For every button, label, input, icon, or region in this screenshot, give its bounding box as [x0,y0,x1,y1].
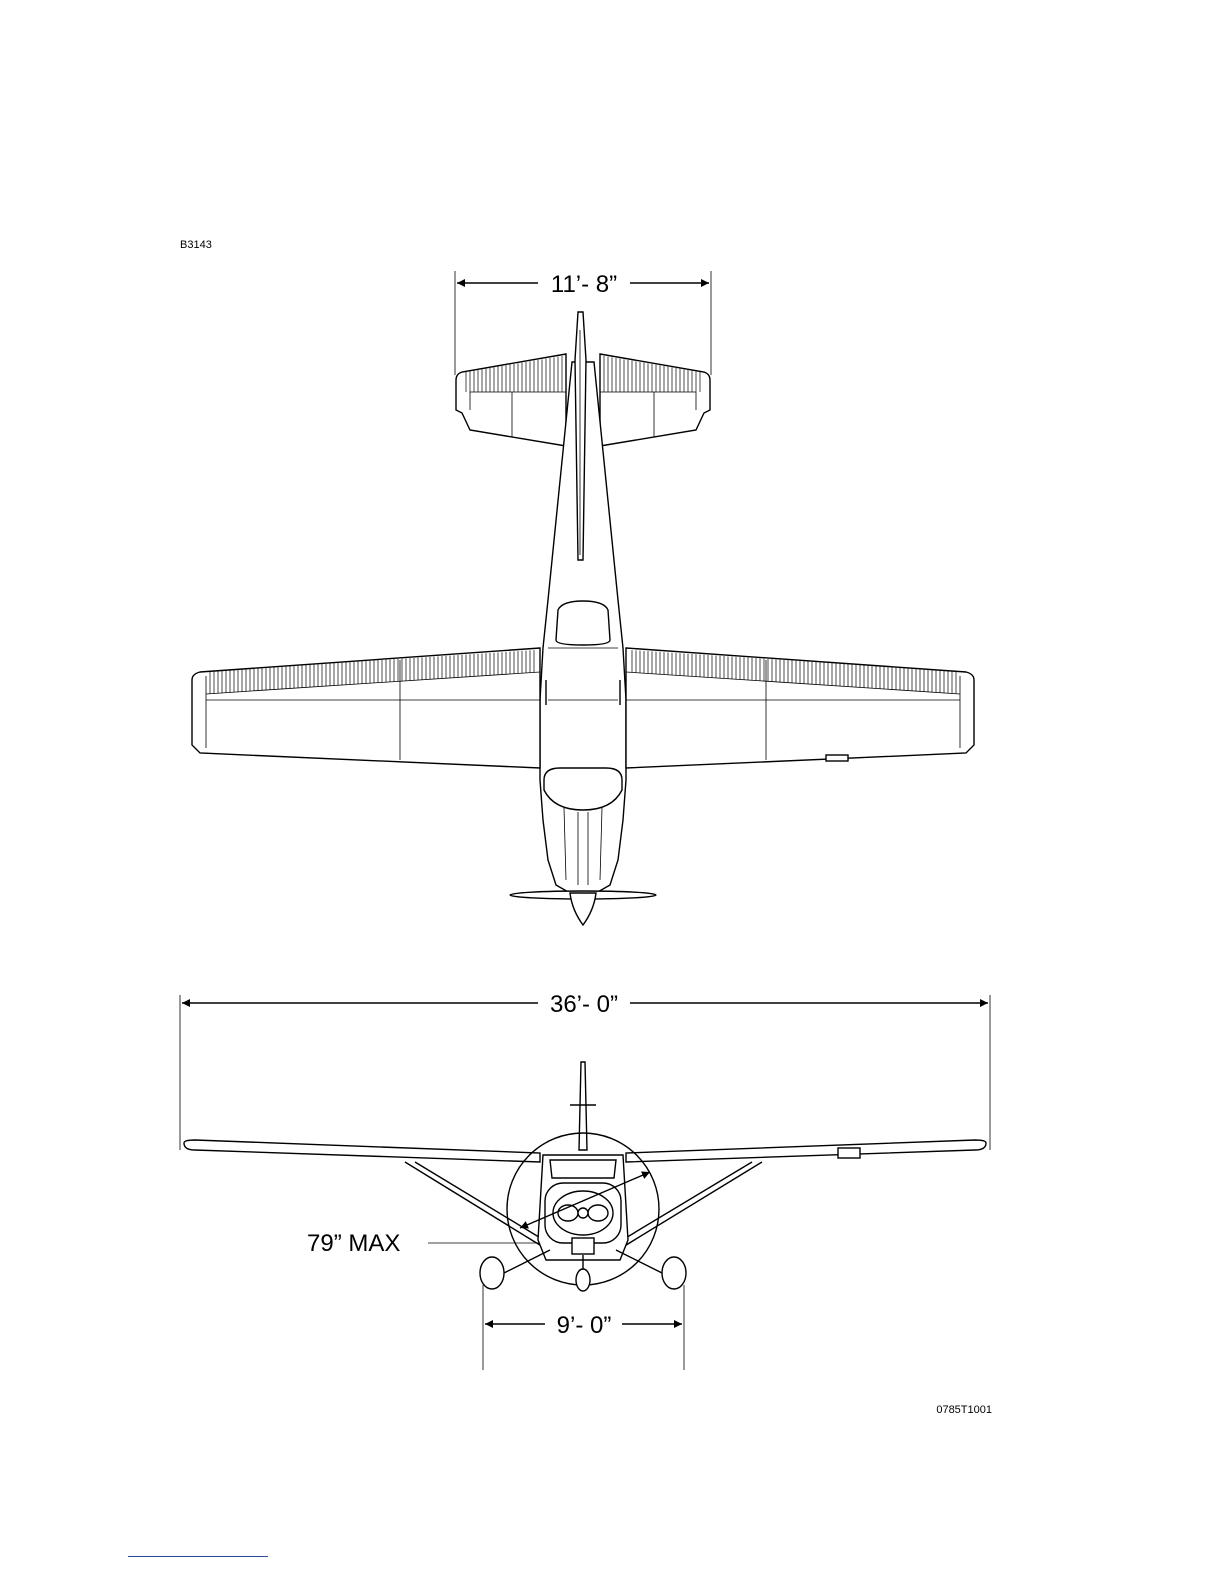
footer-rule [128,1556,268,1557]
wingspan-label: 36’- 0” [550,991,618,1018]
figure-code-label: B3143 [180,239,212,251]
tail-front [570,1062,596,1150]
drawing-number-label: 0785T1001 [936,1404,992,1416]
propeller-diameter-label: 79” MAX [307,1230,400,1257]
landing-gear [480,1250,686,1291]
gear-track-dimension: 9’- 0” [483,1285,684,1370]
gear-track-label: 9’- 0” [557,1312,612,1339]
front-view: 36’- 0” [180,991,990,1370]
fuselage-front [538,1155,628,1260]
top-view: 11’- 8” [192,271,974,925]
tail-span-label: 11’- 8” [551,271,617,298]
